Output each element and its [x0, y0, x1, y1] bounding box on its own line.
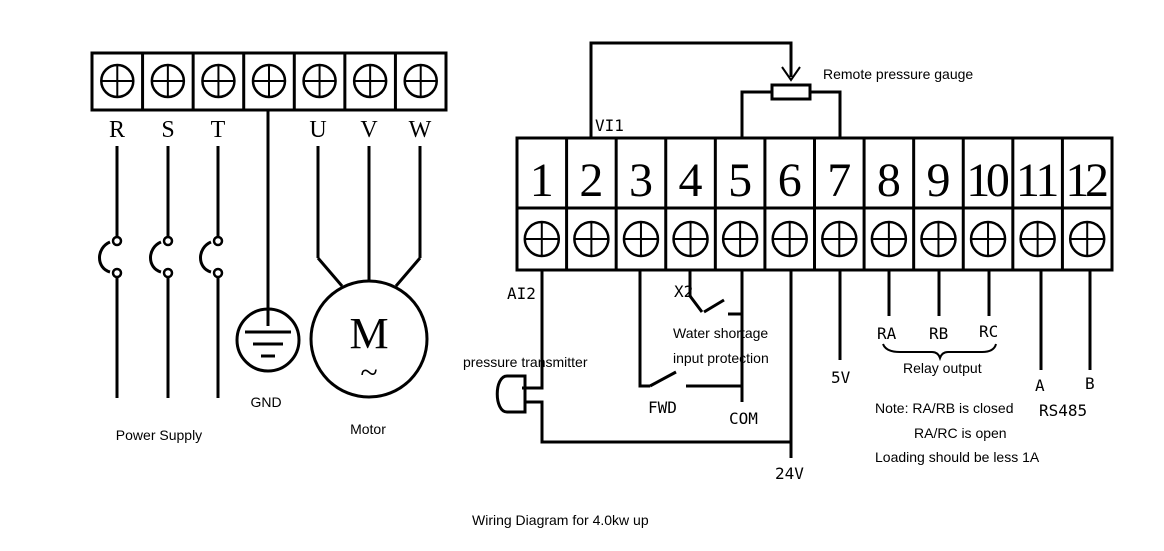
terminal-number-12: 12	[1065, 154, 1109, 207]
power-terminal-screw-2	[150, 63, 186, 99]
terminal-number-11: 11	[1016, 154, 1060, 207]
power-terminal-screw-7	[403, 63, 438, 99]
power-supply-label: Power Supply	[116, 427, 202, 443]
rs485-b-label: B	[1085, 374, 1095, 393]
motor-m-symbol: M	[349, 309, 388, 358]
rb-label: RB	[929, 324, 948, 343]
control-terminal-screw-10	[969, 220, 1007, 258]
motor-tilde-symbol: ~	[360, 354, 377, 390]
control-terminal-screw-8	[870, 220, 908, 258]
power-terminal-block	[90, 51, 448, 112]
control-terminal-screw-7	[821, 220, 858, 258]
rs485-label: RS485	[1039, 401, 1087, 420]
note-line-1: Note: RA/RB is closed	[875, 400, 1014, 416]
terminal-number-7: 7	[827, 154, 851, 207]
terminal-label-r: R	[109, 117, 125, 143]
water-shortage-label-line1: Water shortage	[673, 325, 768, 341]
v24-label: 24V	[775, 464, 804, 483]
terminal-number-1: 1	[530, 154, 554, 207]
rs485-a-label: A	[1035, 376, 1045, 395]
vi1-label: VI1	[595, 116, 624, 135]
control-wiring	[495, 270, 1092, 458]
control-terminal-screw-12	[1068, 220, 1106, 258]
terminal-label-w: W	[409, 117, 432, 143]
terminal-number-4: 4	[679, 154, 703, 207]
power-terminal-screw-5	[302, 63, 337, 99]
pressure-transmitter-label: pressure transmitter	[463, 354, 588, 370]
power-terminal-screw-4	[251, 63, 287, 99]
v5-label: 5V	[831, 368, 851, 387]
water-shortage-label-line2: input protection	[673, 350, 769, 366]
remote-gauge-label: Remote pressure gauge	[823, 66, 973, 82]
fwd-label: FWD	[648, 398, 677, 417]
rc-label: RC	[979, 322, 998, 341]
power-terminal-screw-3	[201, 63, 236, 99]
control-terminal-screw-2	[573, 220, 610, 258]
control-terminal-screw-9	[920, 220, 957, 258]
terminal-label-v: V	[360, 117, 378, 143]
motor-label: Motor	[350, 421, 386, 437]
note-line-3: Loading should be less 1A	[875, 449, 1040, 465]
control-terminal-screw-11	[1019, 220, 1056, 258]
gnd-label: GND	[250, 394, 281, 410]
power-terminal-screw-6	[352, 63, 388, 99]
ra-label: RA	[877, 324, 897, 343]
terminal-number-8: 8	[877, 154, 901, 207]
terminal-label-u: U	[309, 117, 326, 143]
terminal-number-2: 2	[579, 154, 603, 207]
remote-gauge-wiring	[589, 41, 842, 138]
power-terminal-screw-1	[100, 63, 135, 99]
x2-label: X2	[674, 282, 693, 301]
terminal-number-3: 3	[629, 154, 653, 207]
control-terminal-screw-4	[672, 220, 709, 258]
note-line-2: RA/RC is open	[914, 425, 1007, 441]
diagram-caption: Wiring Diagram for 4.0kw up	[472, 512, 649, 528]
relay-output-label: Relay output	[903, 360, 982, 376]
terminal-label-t: T	[211, 117, 226, 143]
control-terminal-screw-3	[622, 220, 660, 258]
control-terminal-screw-1	[523, 220, 561, 258]
motor-symbol	[309, 146, 429, 399]
ai2-label: AI2	[507, 284, 536, 303]
terminal-number-10: 10	[966, 154, 1010, 207]
terminal-number-9: 9	[926, 154, 950, 207]
power-supply-wires	[98, 146, 224, 398]
terminal-number-6: 6	[778, 154, 802, 207]
control-terminal-screw-5	[721, 220, 759, 258]
terminal-number-5: 5	[728, 154, 752, 207]
com-label: COM	[729, 409, 758, 428]
terminal-label-s: S	[161, 117, 174, 143]
control-terminal-screw-6	[771, 220, 808, 258]
ground-symbol	[235, 110, 301, 373]
